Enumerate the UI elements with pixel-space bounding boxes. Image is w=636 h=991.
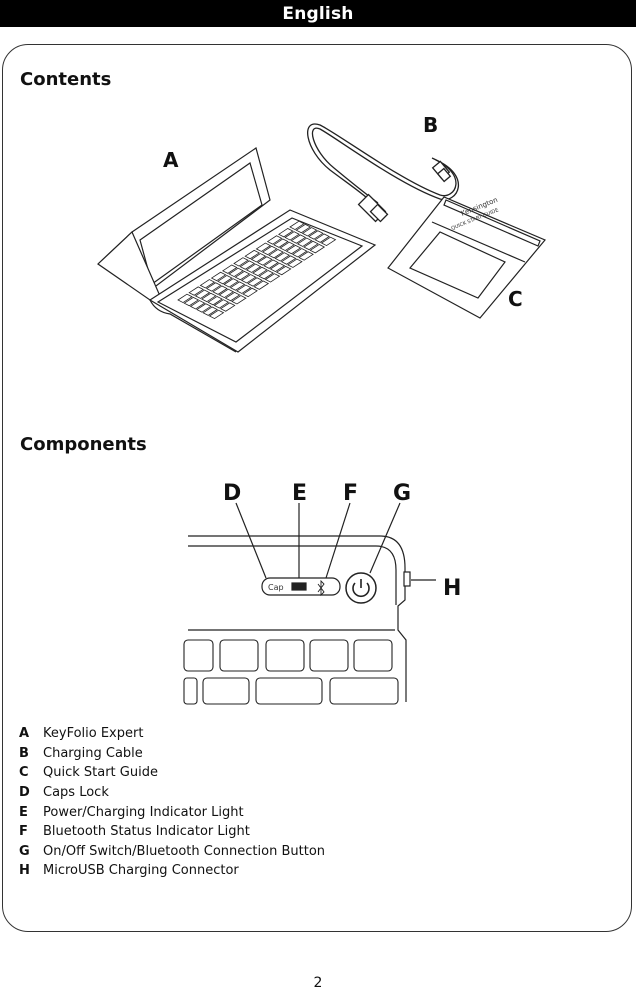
keyboard-key bbox=[219, 302, 236, 312]
keyboard-key bbox=[202, 306, 218, 316]
keyboard-key bbox=[242, 287, 258, 298]
keyboard-key bbox=[199, 279, 216, 289]
callout-h: H bbox=[443, 576, 461, 601]
keyboard-key bbox=[245, 263, 262, 273]
keyboard-key bbox=[255, 242, 272, 252]
keyboard-key bbox=[222, 264, 238, 274]
keyboard-key bbox=[301, 227, 318, 237]
keyboard-key bbox=[205, 282, 222, 292]
keyboard-key bbox=[177, 293, 193, 304]
callout-g: G bbox=[393, 481, 411, 506]
keyboard-key bbox=[287, 258, 303, 268]
keyboard-key bbox=[290, 234, 307, 244]
keyboard-key bbox=[257, 256, 273, 266]
keyboard-key bbox=[228, 267, 244, 278]
keyboard-key bbox=[233, 257, 249, 267]
keyboard-key bbox=[240, 274, 257, 284]
keyboard-keys bbox=[177, 220, 337, 320]
keyboard-key bbox=[264, 273, 281, 283]
charging-cable-illustration bbox=[307, 123, 459, 223]
keyboard-key bbox=[284, 231, 300, 241]
keyboard-key bbox=[194, 289, 211, 299]
keyboard-key bbox=[292, 248, 308, 258]
keyboard-key bbox=[229, 281, 246, 291]
keyboard-key bbox=[275, 265, 292, 276]
keyboard-key bbox=[274, 252, 291, 262]
keyboard-key bbox=[263, 259, 279, 269]
keyboard-key bbox=[234, 270, 251, 281]
keyboard-key bbox=[266, 235, 283, 245]
keyfolio-illustration bbox=[97, 147, 377, 353]
keyboard-key bbox=[303, 240, 319, 251]
callout-a: A bbox=[163, 148, 179, 172]
keyboard-key bbox=[223, 278, 239, 288]
keyboard-key bbox=[244, 249, 260, 260]
keyboard-key bbox=[314, 233, 330, 243]
keyboard-key bbox=[268, 248, 284, 259]
callout-leader-lines bbox=[235, 502, 436, 581]
callout-b: B bbox=[423, 113, 438, 137]
keyboard-key bbox=[296, 237, 313, 247]
keyboard-key bbox=[189, 300, 206, 310]
keyboard-key bbox=[188, 286, 204, 296]
language-header-bar: English bbox=[0, 0, 636, 27]
keyboard-key bbox=[320, 236, 337, 247]
keyboard-key bbox=[217, 274, 233, 285]
keyboard-key bbox=[183, 296, 200, 307]
keyboard-key bbox=[308, 230, 324, 240]
contents-heading: Contents bbox=[20, 69, 112, 90]
components-heading: Components bbox=[20, 434, 147, 455]
keyboard-key bbox=[247, 277, 263, 287]
language-label: English bbox=[282, 3, 354, 24]
keyboard-key bbox=[279, 241, 295, 252]
keyboard-key bbox=[213, 299, 230, 309]
keyboard-key bbox=[253, 280, 270, 290]
keyboard-key bbox=[278, 227, 294, 238]
keyboard-key bbox=[224, 291, 241, 302]
keyboard-key bbox=[273, 238, 289, 248]
callout-f: F bbox=[343, 481, 358, 506]
keyboard-key bbox=[210, 271, 227, 282]
keyboard-key bbox=[269, 262, 286, 273]
keyboard-key bbox=[231, 295, 247, 305]
page-number: 2 bbox=[313, 975, 323, 991]
keyboard-key bbox=[252, 266, 268, 277]
caps-lock-label: Cap bbox=[268, 583, 284, 592]
keyboard-key bbox=[207, 295, 223, 306]
keyboard-key bbox=[218, 288, 235, 299]
callout-c: C bbox=[508, 287, 523, 311]
keyboard-key bbox=[212, 285, 228, 295]
keyboard-key bbox=[196, 303, 212, 313]
keyboard-key bbox=[309, 243, 326, 254]
quick-start-guide-illustration bbox=[387, 196, 546, 319]
keyboard-key bbox=[208, 309, 225, 320]
keyboard-key bbox=[201, 292, 217, 303]
keyboard-key bbox=[250, 253, 267, 263]
callout-d: D bbox=[223, 481, 241, 506]
keyboard-key bbox=[239, 260, 256, 270]
keyboard-corner-detail bbox=[183, 535, 411, 705]
keyboard-key bbox=[261, 245, 278, 256]
keyboard-key bbox=[298, 251, 314, 261]
keyboard-key bbox=[285, 244, 302, 255]
callout-e: E bbox=[292, 481, 307, 506]
keyboard-key bbox=[258, 269, 274, 280]
keyboard-key bbox=[295, 223, 312, 234]
keyboard-key bbox=[280, 255, 297, 265]
keyboard-key bbox=[289, 220, 305, 231]
keyboard-key bbox=[236, 284, 252, 294]
content-frame bbox=[2, 44, 632, 932]
